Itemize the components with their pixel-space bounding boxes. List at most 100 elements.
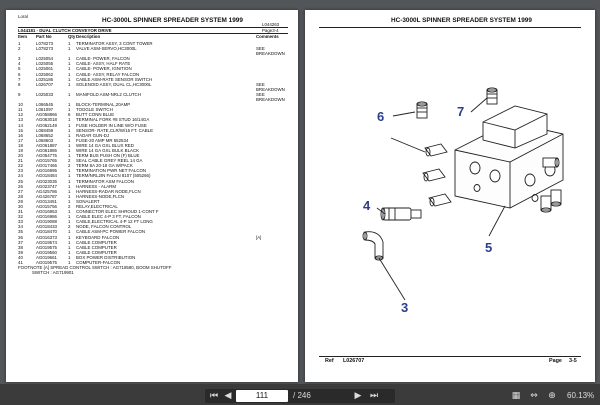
cell-part-no: AG061886 <box>36 147 57 153</box>
cell-qty: 2 <box>68 224 71 230</box>
page-navigator: ⏮ ◀ 111 / 246 ▶ ⏭ <box>205 389 395 403</box>
fit-width-icon[interactable]: ⇔ <box>530 391 538 401</box>
cell-description: CABLE ELEC 4-P 3 FT. FALCON <box>76 214 141 220</box>
cell-qty: 1 <box>68 254 71 260</box>
cell-qty: 1 <box>68 107 71 113</box>
cell-item: 22 <box>18 163 23 169</box>
diagram-page-title: HC-3000L SPINNER SPREADER SYSTEM 1999 <box>391 17 532 24</box>
cell-part-no: AG015756 <box>36 204 57 209</box>
section-subtitle: L044181 - DUAL CLUTCH CONVEYOR DRIVE <box>18 28 112 33</box>
cell-part-no: AG016986 <box>36 214 57 220</box>
cell-part-no: AG058866 <box>36 112 57 118</box>
cell-part-no: L061097 <box>36 107 54 113</box>
col-description: Description <box>76 34 101 39</box>
table-row: BREAKDOWN <box>18 97 290 102</box>
cell-part-no: AG016953 <box>36 209 57 215</box>
cell-part-no: AG425786 <box>36 188 57 194</box>
cell-description: CABLE,ELECTRICAL 4-P 12 FT LONG <box>76 219 153 225</box>
cell-qty: 1 <box>68 61 71 67</box>
cell-qty: 1 <box>68 91 71 97</box>
cell-item: 21 <box>18 158 23 164</box>
cell-qty: 1 <box>68 117 71 123</box>
cell-qty: 1 <box>68 173 71 179</box>
cell-item: 19 <box>18 147 23 153</box>
cell-description: TERMINATION PWR NET FALCON <box>76 168 147 174</box>
cell-description: NODE, FALCON CONTROL <box>76 224 132 230</box>
cell-part-no: L025186 <box>36 76 54 82</box>
cell-part-no: AG023035 <box>36 178 57 184</box>
cell-item: 7 <box>18 76 21 82</box>
page-total: / 246 <box>293 391 311 400</box>
cell-part-no: AG019574 <box>36 239 57 245</box>
layout-icon[interactable]: ▦ <box>511 391 521 401</box>
cell-description: TERMINATOR ASSY, 3 CONT TOWER <box>76 41 153 46</box>
callout-7: 7 <box>457 104 464 119</box>
cell-part-no: L068459 <box>36 127 54 133</box>
cell-qty: 1 <box>68 102 71 108</box>
cell-item: 10 <box>18 102 23 108</box>
cell-part-no: AG015765 <box>36 158 57 164</box>
cell-description: CONNECTOR ELEC SHROUD 1-CONT F <box>76 209 159 215</box>
cell-description: HARNESS - ALARM <box>76 183 117 189</box>
cell-item: 16 <box>18 132 23 138</box>
cell-qty: 1 <box>68 249 71 255</box>
cell-description: CABLE COMPUTER <box>76 239 117 245</box>
cell-qty: 1 <box>68 239 71 245</box>
footnote-line-2: SWITCH : AG719901 <box>32 270 74 275</box>
cell-item: 33 <box>18 219 23 225</box>
first-page-icon[interactable]: ⏮ <box>209 391 219 401</box>
last-page-icon[interactable]: ⏭ <box>369 391 379 401</box>
cell-item: 39 <box>18 249 23 255</box>
cell-description: CABLE COMPUTER <box>76 249 117 255</box>
cell-qty: 1 <box>68 153 71 159</box>
cell-description: CABLE- POWER, FALCON <box>76 56 130 62</box>
cell-description: SEAL CABLE GREY REEL 14 GA <box>76 158 143 164</box>
cell-qty: 1 <box>68 244 71 250</box>
cell-item: 38 <box>18 244 23 250</box>
cell-description: CABLE- ASSY, HALF RATE <box>76 61 131 67</box>
cell-part-no: AG023747 <box>36 183 57 189</box>
cell-part-no: L068652 <box>36 132 54 138</box>
cell-qty: 2 <box>68 158 71 164</box>
table-row: BREAKDOWN <box>18 51 290 56</box>
page-title: HC-3000L SPINNER SPREADER SYSTEM 1999 <box>102 17 243 24</box>
cell-description: BUTT CONN BLUE <box>76 112 115 118</box>
page-number-input[interactable]: 111 <box>236 390 288 402</box>
cell-item: 15 <box>18 127 23 133</box>
cell-part-no: L025062 <box>36 71 54 77</box>
cell-part-no: AG019661 <box>36 254 57 260</box>
cell-qty: 2 <box>68 204 71 209</box>
callout-6: 6 <box>377 109 384 124</box>
cell-item: 14 <box>18 122 23 128</box>
cell-qty: 1 <box>68 132 71 138</box>
ref-label: Ref <box>325 358 334 364</box>
cell-qty: 1 <box>68 147 71 153</box>
cell-part-no: AG019088 <box>36 219 57 225</box>
cell-item: 41 <box>18 260 23 266</box>
cell-description: SENSOR- RATE,CLR/W/15 FT. CABLE <box>76 127 154 133</box>
cell-qty: 1 <box>68 229 71 235</box>
cell-description: TERM BUS PUSH ON (F) BLUE <box>76 153 140 159</box>
cell-item: 1 <box>18 41 21 46</box>
cell-description: RELAY,ELECTRICAL <box>76 204 118 209</box>
cell-qty: 1 <box>68 71 71 77</box>
cell-description: TERMINAL FORK #8 STUD 16/14GA <box>76 117 150 123</box>
cell-item: 23 <box>18 168 23 174</box>
cell-item: 11 <box>18 107 23 113</box>
next-page-icon[interactable]: ▶ <box>354 391 362 401</box>
prev-page-icon[interactable]: ◀ <box>224 391 232 401</box>
zoom-in-icon[interactable]: ⊕ <box>548 391 556 401</box>
cell-qty: 1 <box>68 76 71 82</box>
cell-qty: 6 <box>68 112 71 118</box>
cell-item: 36 <box>18 234 23 240</box>
